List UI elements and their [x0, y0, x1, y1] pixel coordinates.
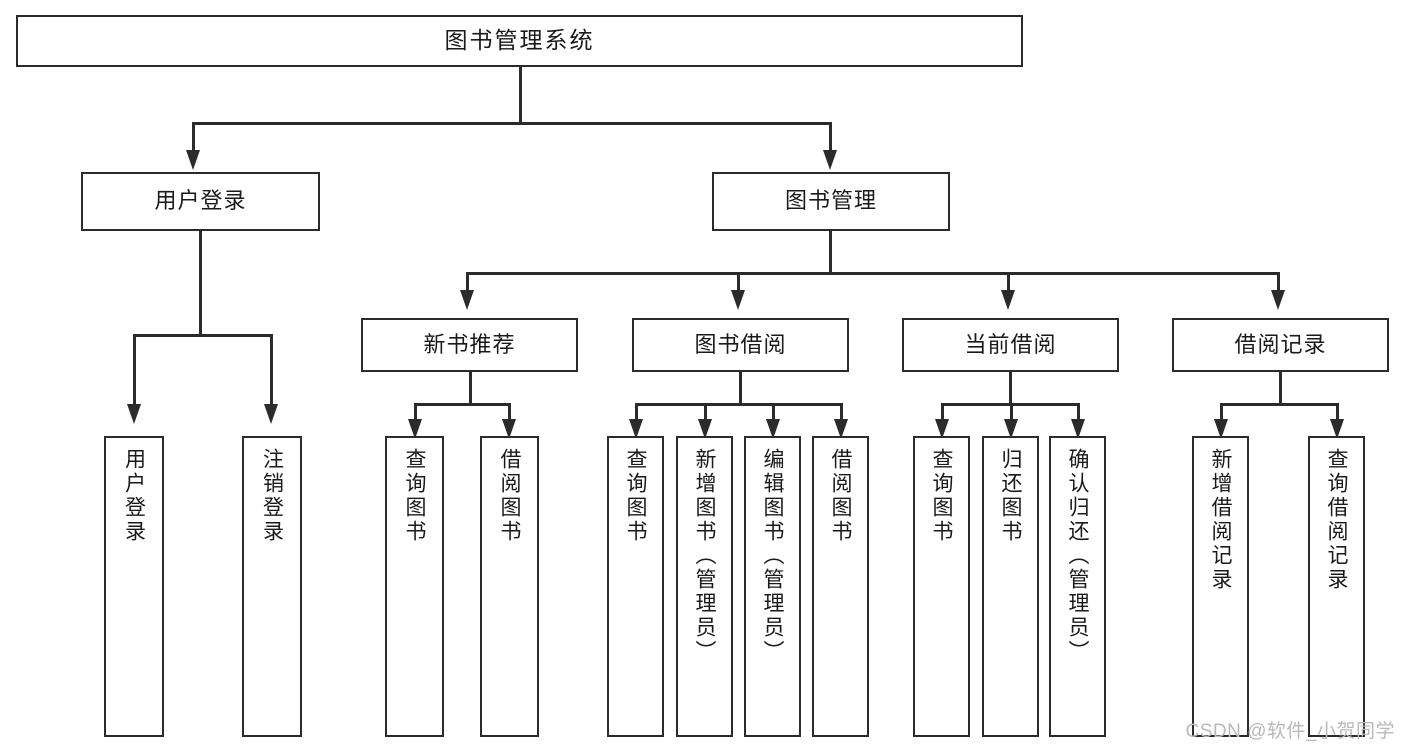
arrowhead-root-to-user-login [186, 150, 200, 170]
leaf-user-login[interactable]: 用户登录 [104, 436, 164, 737]
connector-book-borrow-to-leaf-3 [772, 403, 775, 421]
leaf-query-book-2-label: 查询图书 [624, 448, 647, 544]
node-borrow-record[interactable]: 借阅记录 [1172, 318, 1389, 372]
arrowhead-root-to-book-manage [823, 150, 837, 170]
arrowhead-book-borrow-to-leaf-4 [834, 419, 848, 439]
connector-borrow-record-to-leaf-2 [1336, 403, 1339, 421]
connector-borrow-record-to-leaf-1 [1220, 403, 1223, 421]
leaf-logout-label: 注销登录 [260, 448, 284, 544]
node-book-manage[interactable]: 图书管理 [712, 172, 950, 231]
leaf-edit-book[interactable]: 编辑图书（管理员） [744, 436, 801, 737]
connector-book-borrow-stem [739, 372, 742, 405]
leaf-borrow-book-1[interactable]: 借阅图书 [480, 436, 539, 737]
connector-borrow-record-stem [1279, 372, 1282, 405]
leaf-add-book[interactable]: 新增图书（管理员） [676, 436, 733, 737]
leaf-confirm-return[interactable]: 确认归还（管理员） [1049, 436, 1106, 737]
connector-user-login-stem [199, 231, 202, 336]
connector-borrow-record-bus [1220, 403, 1338, 406]
connector-book-borrow-to-leaf-1 [635, 403, 638, 421]
arrowhead-book-borrow-to-leaf-2 [698, 419, 712, 439]
arrowhead-current-borrow-to-leaf-3 [1071, 419, 1085, 439]
arrowhead-book-borrow-to-leaf-1 [629, 419, 643, 439]
node-current-borrow-label: 当前借阅 [964, 331, 1057, 357]
leaf-edit-book-label: 编辑图书（管理员） [761, 448, 784, 664]
arrowhead-user-login-to-leaf-2 [264, 404, 278, 424]
connector-root-to-book-manage [829, 122, 832, 152]
connector-user-login-bus [133, 334, 272, 337]
node-book-borrow-label: 图书借阅 [694, 331, 787, 357]
arrowhead-book-manage-to-l3-3 [1001, 290, 1015, 310]
connector-user-login-to-leaf-1 [133, 334, 136, 406]
arrowhead-borrow-record-to-leaf-1 [1214, 419, 1228, 439]
node-user-login-label: 用户登录 [154, 188, 247, 214]
connector-book-manage-to-l3-4 [1277, 272, 1280, 292]
leaf-query-book-1-label: 查询图书 [403, 448, 426, 544]
node-root[interactable]: 图书管理系统 [16, 15, 1023, 67]
connector-current-borrow-to-leaf-1 [941, 403, 944, 421]
node-current-borrow[interactable]: 当前借阅 [902, 318, 1119, 372]
arrowhead-current-borrow-to-leaf-2 [1004, 419, 1018, 439]
connector-current-borrow-to-leaf-3 [1077, 403, 1080, 421]
connector-root-stem [519, 67, 522, 123]
arrowhead-book-manage-to-l3-4 [1271, 290, 1285, 310]
connector-book-manage-to-l3-2 [737, 272, 740, 292]
arrowhead-new-book-rec-to-leaf-2 [502, 419, 516, 439]
node-new-book-rec[interactable]: 新书推荐 [361, 318, 578, 372]
leaf-confirm-return-label: 确认归还（管理员） [1066, 448, 1089, 664]
connector-book-borrow-bus [635, 403, 842, 406]
leaf-return-book-label: 归还图书 [999, 448, 1022, 544]
node-book-manage-label: 图书管理 [784, 188, 877, 214]
arrowhead-current-borrow-to-leaf-1 [935, 419, 949, 439]
arrowhead-book-manage-to-l3-2 [731, 290, 745, 310]
connector-book-borrow-to-leaf-4 [840, 403, 843, 421]
connector-new-book-rec-to-leaf-1 [414, 403, 417, 421]
leaf-add-record[interactable]: 新增借阅记录 [1192, 436, 1249, 737]
connector-book-manage-stem [829, 231, 832, 274]
leaf-add-record-label: 新增借阅记录 [1209, 448, 1232, 592]
connector-book-manage-to-l3-1 [466, 272, 469, 292]
node-new-book-rec-label: 新书推荐 [423, 331, 516, 357]
leaf-logout[interactable]: 注销登录 [242, 436, 302, 737]
leaf-borrow-book-2[interactable]: 借阅图书 [812, 436, 869, 737]
leaf-query-record[interactable]: 查询借阅记录 [1308, 436, 1365, 737]
connector-book-manage-to-l3-3 [1007, 272, 1010, 292]
connector-new-book-rec-bus [414, 403, 510, 406]
leaf-query-book-3-label: 查询图书 [930, 448, 953, 544]
connector-new-book-rec-to-leaf-2 [508, 403, 511, 421]
arrowhead-user-login-to-leaf-1 [127, 404, 141, 424]
connector-book-borrow-to-leaf-2 [704, 403, 707, 421]
leaf-query-book-3[interactable]: 查询图书 [913, 436, 970, 737]
node-user-login[interactable]: 用户登录 [81, 172, 320, 231]
arrowhead-new-book-rec-to-leaf-1 [408, 419, 422, 439]
arrowhead-borrow-record-to-leaf-2 [1330, 419, 1344, 439]
connector-current-borrow-stem [1009, 372, 1012, 405]
leaf-borrow-book-1-label: 借阅图书 [498, 448, 521, 544]
arrowhead-book-borrow-to-leaf-3 [766, 419, 780, 439]
leaf-query-book-2[interactable]: 查询图书 [607, 436, 664, 737]
leaf-borrow-book-2-label: 借阅图书 [829, 448, 852, 544]
connector-root-bus [192, 122, 831, 125]
connector-root-to-user-login [192, 122, 195, 152]
arrowhead-book-manage-to-l3-1 [460, 290, 474, 310]
leaf-user-login-label: 用户登录 [122, 448, 146, 544]
leaf-return-book[interactable]: 归还图书 [982, 436, 1039, 737]
node-book-borrow[interactable]: 图书借阅 [632, 318, 849, 372]
connector-current-borrow-to-leaf-2 [1010, 403, 1013, 421]
node-borrow-record-label: 借阅记录 [1234, 331, 1327, 357]
leaf-add-book-label: 新增图书（管理员） [693, 448, 716, 664]
connector-user-login-to-leaf-2 [270, 334, 273, 406]
node-root-label: 图书管理系统 [444, 27, 595, 54]
leaf-query-record-label: 查询借阅记录 [1325, 448, 1348, 592]
connector-book-manage-bus [466, 272, 1279, 275]
connector-new-book-rec-stem [469, 372, 472, 405]
leaf-query-book-1[interactable]: 查询图书 [385, 436, 444, 737]
